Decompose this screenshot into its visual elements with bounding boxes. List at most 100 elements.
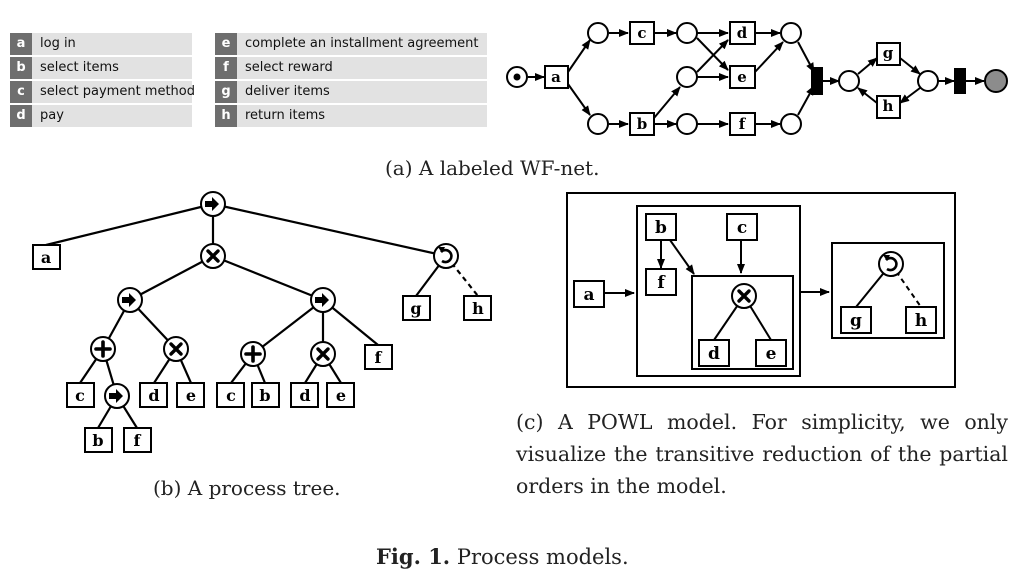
powl-loop-box [831,242,945,339]
place [780,22,802,44]
powl-nodes [573,213,937,367]
sequence-operator-icon [117,287,143,313]
transition-label: g [883,44,894,62]
loop-operator-icon [433,243,459,269]
leaf-label: f [134,431,142,450]
figure-caption: Fig. 1. Process models. [376,544,629,569]
legend-code: h [215,105,237,127]
leaf-label: e [336,386,346,405]
legend-code: f [215,57,237,79]
leaf-h [463,295,492,321]
parallel-operator-icon [240,341,266,367]
leaf-b [251,382,280,408]
arc [696,39,729,73]
arc [899,57,921,75]
arc [567,39,591,73]
place [917,70,939,92]
caption-powl: (c) A POWL model. For simplicity, we onl… [516,410,1008,498]
transition-label: c [637,24,646,42]
leaf-g [402,295,431,321]
legend-code: d [10,105,32,127]
token-icon [513,73,521,81]
powl-label: g [850,311,862,331]
xor-operator-icon [163,336,189,362]
legend-row-g: g deliver items [215,81,487,103]
powl-node-c [726,213,758,241]
leaf-label: b [92,431,103,450]
legend-code: b [10,57,32,79]
powl-node-f [645,268,677,296]
arc [696,37,729,71]
activity-legend: a log in b select items c select payment… [10,33,487,127]
silent-transition [811,67,823,95]
arc [754,41,784,73]
transition-h [876,95,901,119]
transition-d [729,21,756,45]
place [587,113,609,135]
place [838,70,860,92]
arc [653,86,681,119]
leaf-label: e [186,386,196,405]
legend-label: deliver items [245,84,330,99]
powl-label: e [766,344,777,364]
arc [567,83,591,116]
order-arrow [669,239,695,275]
transition-label: h [883,97,894,115]
place [780,113,802,135]
xor-operator-icon [310,341,336,367]
powl-label: a [583,285,594,305]
leaf-f [123,427,152,453]
transition-a [544,65,569,89]
legend-row-c: c select payment method [10,81,195,103]
legend-label: select reward [245,60,333,75]
legend-label: select items [40,60,119,75]
leaf-c [66,382,95,408]
legend-row-a: a log in [10,33,192,55]
transition-label: f [739,115,747,133]
leaf-label: f [375,348,383,367]
leaf-a [32,244,61,270]
figure-title: Process models. [456,545,629,569]
transition-e [729,65,756,89]
powl-node-e [755,339,787,367]
legend-label: return items [245,108,326,123]
leaf-label: b [259,386,270,405]
loop-operator-icon [878,251,904,277]
caption-process-tree: (b) A process tree. [153,476,341,500]
transition-b [629,112,655,136]
sink-place [984,69,1008,93]
legend-label: complete an installment agreement [245,36,479,51]
arc [857,57,878,75]
leaf-label: c [226,386,236,405]
leaf-b [84,427,113,453]
xor-operator-icon [731,283,757,309]
leaf-label: a [41,248,51,267]
leaf-d [290,382,319,408]
powl-node-d [698,339,730,367]
powl-operators [731,251,904,309]
powl-node-h [905,306,937,334]
legend-label: pay [40,108,64,123]
powl-label: c [737,218,747,238]
legend-code: g [215,81,237,103]
transition-label: e [737,68,747,86]
arc [899,87,921,104]
leaf-d [139,382,168,408]
powl-label: d [708,344,720,364]
legend-row-h: h return items [215,105,487,127]
caption-wf-net: (a) A labeled WF-net. [385,156,600,180]
xor-operator-icon [200,243,226,269]
silent-transition [954,68,966,94]
leaf-label: h [472,299,484,318]
legend-row-e: e complete an installment agreement [215,33,487,55]
place [676,66,698,88]
parallel-operator-icon [90,336,116,362]
powl-node-b [645,213,677,241]
process-tree-operators [90,191,459,409]
wf-net-labels: a b c d e f g h [551,24,894,133]
sequence-operator-icon [200,191,226,217]
leaf-e [326,382,355,408]
leaf-label: d [148,386,159,405]
arc [857,87,878,104]
